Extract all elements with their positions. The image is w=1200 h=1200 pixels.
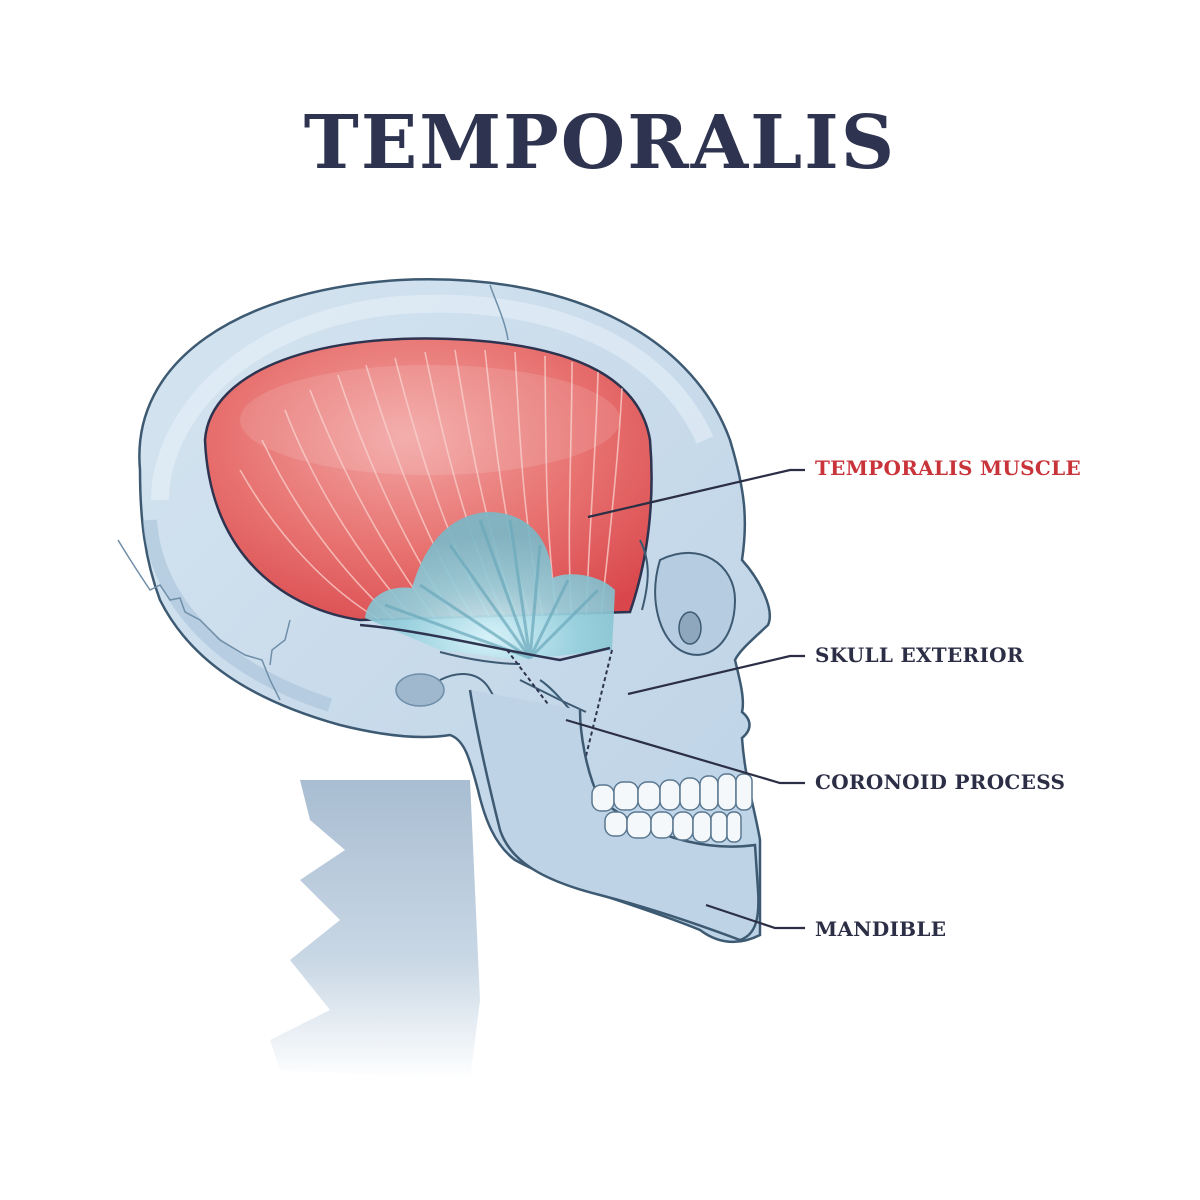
- leader-skull-exterior: [627, 654, 805, 696]
- leader-mandible: [705, 903, 805, 930]
- neck-vertebrae: [270, 780, 480, 1080]
- label-mandible: MANDIBLE: [815, 917, 947, 941]
- label-skull-exterior: SKULL EXTERIOR: [815, 643, 1024, 667]
- leader-temporalis-muscle: [587, 468, 805, 519]
- teeth: [591, 773, 753, 843]
- tendon-fan: [365, 512, 615, 660]
- diagram-title: TEMPORALIS: [303, 100, 897, 186]
- eye-orbit: [654, 551, 737, 656]
- label-coronoid-process: CORONOID PROCESS: [815, 770, 1066, 794]
- leader-coronoid-process: [565, 718, 805, 785]
- leader-lines: [565, 468, 805, 930]
- label-temporalis-muscle: TEMPORALIS MUSCLE: [815, 456, 1082, 480]
